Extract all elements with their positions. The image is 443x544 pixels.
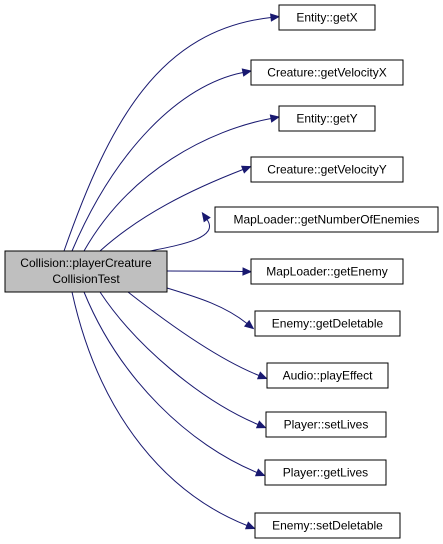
callee-label: MapLoader::getEnemy [266, 265, 387, 279]
callee-label: Audio::playEffect [283, 369, 374, 383]
callee-nodes: Entity::getXCreature::getVelocityXEntity… [214, 4, 439, 539]
callee-label: MapLoader::getNumberOfEnemies [233, 213, 419, 227]
callee-node-creature-getvelocityx[interactable]: Creature::getVelocityX [250, 59, 404, 86]
callee-node-player-setlives[interactable]: Player::setLives [265, 411, 387, 438]
callee-label: Player::setLives [284, 418, 369, 432]
root-node[interactable]: Collision::playerCreature CollisionTest [4, 250, 168, 293]
callee-node-creature-getvelocityy[interactable]: Creature::getVelocityY [250, 156, 404, 183]
callee-label: Creature::getVelocityX [267, 66, 386, 80]
callee-label: Player::getLives [283, 466, 368, 480]
call-edge-enemy-setdeletable [71, 291, 256, 530]
call-edge-maploader-getnumberofenemies [149, 211, 211, 252]
callee-node-audio-playeffect[interactable]: Audio::playEffect [266, 362, 389, 389]
call-edge-creature-getvelocityx [71, 68, 253, 252]
call-edge-creature-getvelocityy [99, 165, 252, 252]
call-edge-player-getlives [83, 291, 266, 477]
callee-node-enemy-setdeletable[interactable]: Enemy::setDeletable [254, 512, 401, 539]
callee-node-enemy-getdeletable[interactable]: Enemy::getDeletable [254, 310, 401, 337]
callee-node-maploader-getenemy[interactable]: MapLoader::getEnemy [250, 258, 404, 285]
root-label-line-2: CollisionTest [52, 272, 120, 286]
call-edges [63, 13, 281, 530]
callee-label: Enemy::getDeletable [272, 317, 384, 331]
callee-node-entity-getx[interactable]: Entity::getX [278, 4, 376, 31]
call-edge-maploader-getenemy [166, 267, 253, 276]
call-edge-entity-gety [83, 114, 281, 252]
callee-label: Entity::getX [296, 11, 357, 25]
root-label-line-1: Collision::playerCreature [20, 256, 152, 270]
callee-node-player-getlives[interactable]: Player::getLives [264, 459, 387, 486]
callee-label: Creature::getVelocityY [267, 163, 386, 177]
call-edge-audio-playeffect [127, 291, 268, 380]
call-edge-entity-getx [63, 13, 281, 252]
callee-node-entity-gety[interactable]: Entity::getY [278, 105, 376, 132]
callee-node-maploader-getnumberofenemies[interactable]: MapLoader::getNumberOfEnemies [214, 206, 439, 233]
call-edge-enemy-getdeletable [166, 287, 255, 330]
callee-label: Entity::getY [296, 112, 357, 126]
call-edge-player-setlives [99, 291, 267, 429]
callee-label: Enemy::setDeletable [272, 519, 383, 533]
